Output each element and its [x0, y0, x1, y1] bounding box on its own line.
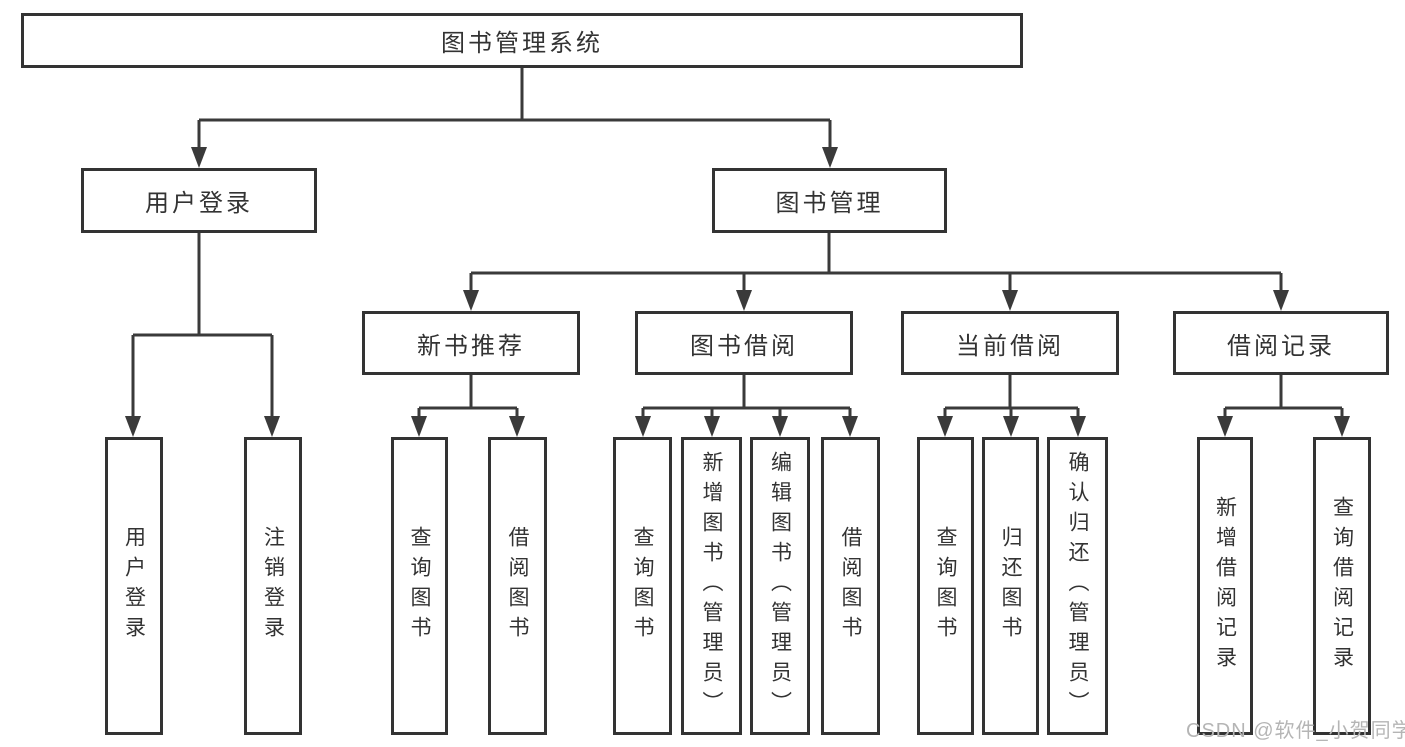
node-book-borrow-label: 图书借阅 — [690, 332, 798, 360]
leaf-borrow-books-recommend-label: 借阅图书 — [506, 526, 529, 646]
leaf-borrow-books: 借阅图书 — [821, 437, 880, 735]
connector-book-management-split — [469, 233, 1283, 293]
node-borrow-records: 借阅记录 — [1173, 311, 1389, 375]
leaf-edit-books-admin: 编辑图书（管理员） — [750, 437, 810, 735]
leaf-return-books-label: 归还图书 — [999, 526, 1022, 646]
leaf-add-borrow-record: 新增借阅记录 — [1197, 437, 1253, 735]
leaf-query-books-current-label: 查询图书 — [934, 526, 957, 646]
leaf-borrow-books-recommend: 借阅图书 — [488, 437, 547, 735]
leaf-query-borrow-record: 查询借阅记录 — [1313, 437, 1371, 735]
leaf-user-login: 用户登录 — [105, 437, 163, 735]
node-current-borrow: 当前借阅 — [901, 311, 1119, 375]
leaf-query-books-borrow: 查询图书 — [613, 437, 672, 735]
leaf-user-login-label: 用户登录 — [122, 526, 146, 646]
connector-borrow-record-split — [1223, 375, 1344, 419]
leaf-confirm-return-admin-label: 确认归还（管理员） — [1066, 451, 1089, 721]
node-user-login: 用户登录 — [81, 168, 317, 233]
connector-current-borrow-split — [943, 375, 1080, 419]
node-new-book-recommend: 新书推荐 — [362, 311, 580, 375]
node-book-management-label: 图书管理 — [775, 190, 884, 217]
node-current-borrow-label: 当前借阅 — [956, 332, 1064, 360]
leaf-logout-login-label: 注销登录 — [261, 526, 285, 646]
csdn-watermark: CSDN @软件_小贺同学 — [1186, 720, 1405, 742]
connector-root-split — [197, 68, 832, 150]
root-node-library-management-system: 图书管理系统 — [21, 13, 1023, 68]
leaf-add-books-admin: 新增图书（管理员） — [681, 437, 742, 735]
arrowheads — [125, 147, 1350, 437]
leaf-query-books-borrow-label: 查询图书 — [631, 526, 654, 646]
leaf-borrow-books-label: 借阅图书 — [839, 526, 862, 646]
node-borrow-records-label: 借阅记录 — [1227, 332, 1335, 360]
node-book-management: 图书管理 — [712, 168, 947, 233]
leaf-edit-books-admin-label: 编辑图书（管理员） — [768, 451, 792, 721]
leaf-logout-login: 注销登录 — [244, 437, 302, 735]
node-new-book-recommend-label: 新书推荐 — [417, 332, 525, 360]
root-node-label: 图书管理系统 — [441, 30, 603, 57]
leaf-query-books-recommend-label: 查询图书 — [408, 526, 431, 646]
connector-new-book-split — [417, 375, 519, 419]
leaf-query-books-recommend: 查询图书 — [391, 437, 448, 735]
connector-user-login-split — [131, 233, 274, 419]
leaf-confirm-return-admin: 确认归还（管理员） — [1047, 437, 1108, 735]
leaf-return-books: 归还图书 — [982, 437, 1039, 735]
leaf-query-borrow-record-label: 查询借阅记录 — [1330, 496, 1354, 676]
connector-book-borrow-split — [641, 375, 852, 419]
node-book-borrow: 图书借阅 — [635, 311, 853, 375]
node-user-login-label: 用户登录 — [145, 190, 253, 217]
leaf-query-books-current: 查询图书 — [917, 437, 974, 735]
leaf-add-borrow-record-label: 新增借阅记录 — [1213, 496, 1237, 676]
leaf-add-books-admin-label: 新增图书（管理员） — [700, 451, 723, 721]
